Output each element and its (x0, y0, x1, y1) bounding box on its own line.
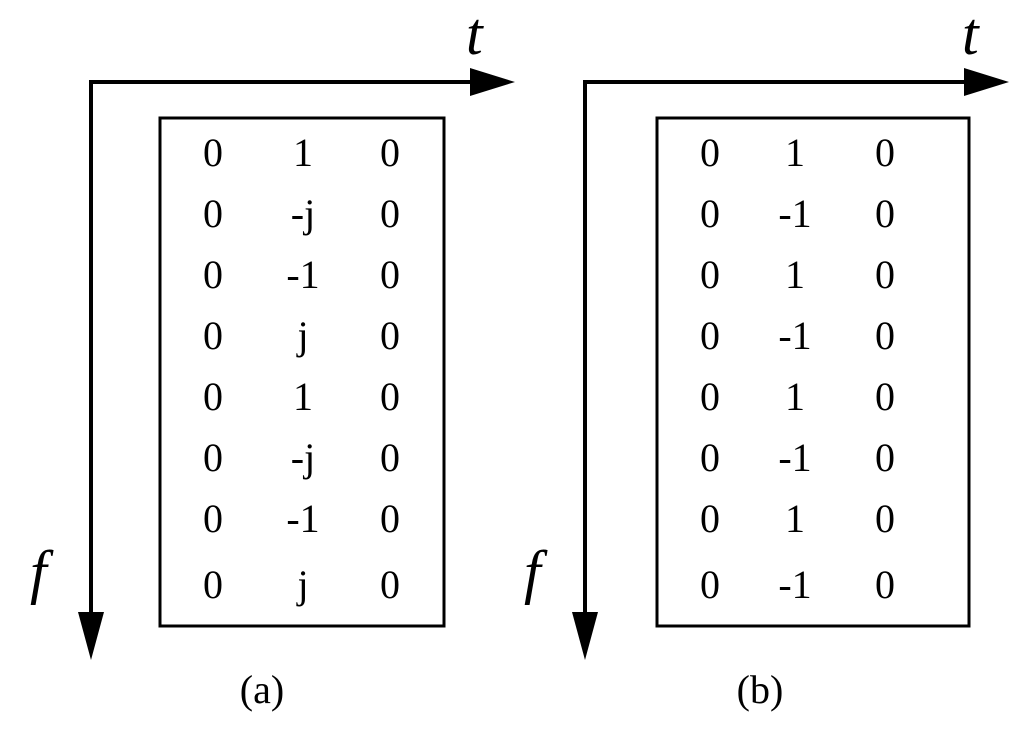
matrix-cell: 0 (380, 562, 400, 607)
matrix-cell: 0 (203, 130, 223, 175)
matrix-cell: 0 (203, 252, 223, 297)
matrix-cell: -1 (286, 496, 319, 541)
frequency-axis-arrowhead (572, 612, 598, 660)
matrix-cell: 0 (203, 374, 223, 419)
matrix-cell: -1 (778, 562, 811, 607)
panel-a: t f 0 1 0 0 -j 0 0 -1 0 0 j 0 0 1 0 0 -j… (30, 1, 515, 712)
matrix-cell: 1 (785, 374, 805, 419)
time-axis-label: t (466, 1, 484, 67)
coefficient-matrix-box (158, 116, 446, 628)
frequency-axis-label: f (30, 539, 54, 605)
matrix-cell: 0 (203, 562, 223, 607)
coefficient-matrix: 0 1 0 0 -j 0 0 -1 0 0 j 0 0 1 0 0 -j 0 0… (203, 130, 400, 607)
matrix-cell: 0 (875, 374, 895, 419)
matrix-cell: 0 (700, 562, 720, 607)
matrix-cell: -j (291, 191, 315, 236)
matrix-cell: 0 (700, 374, 720, 419)
matrix-cell: 0 (700, 313, 720, 358)
matrix-cell: j (295, 313, 308, 358)
panel-caption: (a) (240, 667, 284, 712)
matrix-cell: 0 (875, 496, 895, 541)
matrix-cell: 1 (293, 130, 313, 175)
matrix-cell: 0 (380, 313, 400, 358)
matrix-cell: 0 (203, 313, 223, 358)
frequency-axis-arrowhead (78, 612, 104, 660)
matrix-cell: 1 (785, 130, 805, 175)
matrix-cell: 1 (293, 374, 313, 419)
matrix-cell: 0 (875, 252, 895, 297)
frequency-axis-label: f (524, 539, 548, 605)
matrix-cell: -1 (778, 191, 811, 236)
matrix-cell: 0 (380, 496, 400, 541)
coefficient-matrix-box (655, 116, 971, 628)
matrix-cell: j (295, 562, 308, 607)
time-axis-arrowhead (470, 68, 515, 96)
matrix-cell: 0 (380, 252, 400, 297)
panel-caption: (b) (737, 667, 784, 712)
time-axis-arrowhead (964, 68, 1009, 96)
matrix-cell: 0 (380, 130, 400, 175)
matrix-cell: -1 (778, 313, 811, 358)
matrix-cell: 1 (785, 496, 805, 541)
matrix-cell: 0 (700, 435, 720, 480)
matrix-cell: -1 (286, 252, 319, 297)
matrix-cell: 0 (700, 191, 720, 236)
matrix-cell: -1 (778, 435, 811, 480)
matrix-cell: 0 (875, 191, 895, 236)
matrix-cell: 0 (380, 191, 400, 236)
matrix-cell: 0 (700, 252, 720, 297)
matrix-cell: 0 (875, 313, 895, 358)
coefficient-matrix: 0 1 0 0 -1 0 0 1 0 0 -1 0 0 1 0 0 -1 0 0… (700, 130, 895, 607)
matrix-cell: 0 (203, 191, 223, 236)
matrix-cell: 0 (203, 496, 223, 541)
time-axis-label: t (962, 1, 980, 67)
matrix-cell: -j (291, 435, 315, 480)
matrix-cell: 0 (875, 435, 895, 480)
matrix-cell: 0 (700, 130, 720, 175)
matrix-cell: 0 (380, 374, 400, 419)
matrix-cell: 1 (785, 252, 805, 297)
matrix-cell: 0 (203, 435, 223, 480)
matrix-cell: 0 (380, 435, 400, 480)
matrix-cell: 0 (700, 496, 720, 541)
matrix-cell: 0 (875, 130, 895, 175)
matrix-cell: 0 (875, 562, 895, 607)
panel-b: t f 0 1 0 0 -1 0 0 1 0 0 -1 0 0 1 0 0 -1… (524, 1, 1009, 712)
